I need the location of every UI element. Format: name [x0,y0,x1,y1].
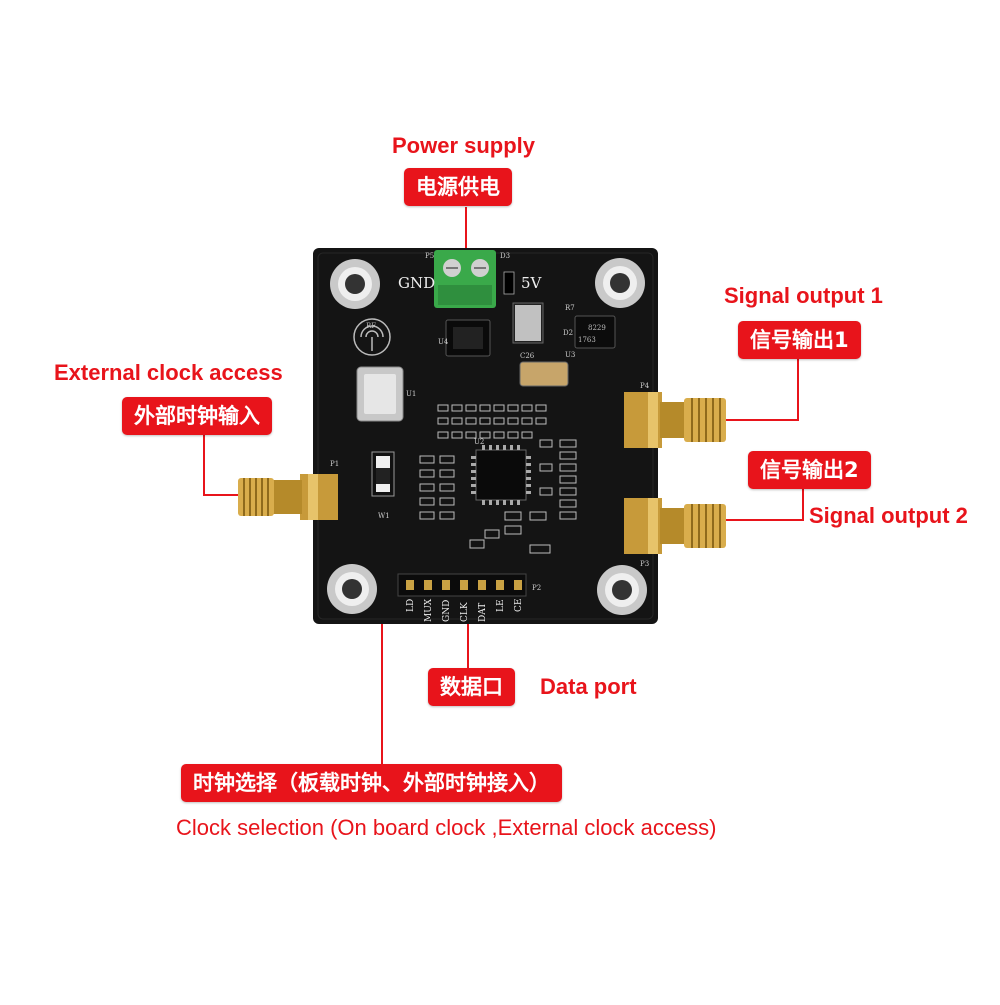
svg-text:R7: R7 [565,304,575,312]
pin-label-dat: DAT [478,603,488,622]
power-supply-label: Power supply [392,133,536,158]
out1-callout-line [722,358,799,421]
svg-text:P2: P2 [532,584,541,592]
signal-output-1-cn-badge: 信号输出1 [738,321,861,359]
pin-label-ld: LD [406,599,416,612]
power-supply-cn-badge: 电源供电 [404,168,512,206]
svg-text:8229: 8229 [588,324,606,332]
pin-label-ce: CE [514,599,524,612]
5v-silkscreen: 5V [521,274,543,292]
svg-text:P3: P3 [640,560,649,568]
smd-components [419,404,577,554]
pin-label-mux: MUX [424,598,434,622]
svg-text:U3: U3 [565,351,575,359]
signal-output-2-cn-badge: 信号输出2 [748,451,871,489]
signal-output-2-label: Signal output 2 [809,503,968,528]
pin-label-le: LE [496,599,506,612]
regulator-u3 [574,315,616,349]
svg-text:U4: U4 [438,338,449,346]
svg-text:C26: C26 [520,352,535,360]
pin-label-gnd: GND [442,600,452,622]
rf-logo: RF [353,318,391,356]
sma-connector-p1: P1 [238,460,339,520]
gnd-silkscreen: GND [398,274,435,292]
header-pin-labels: LD MUX GND CLK DAT LE CE [406,598,524,622]
mounting-holes [327,258,647,615]
external-clock-label: External clock access [54,360,283,385]
out2-callout-line [722,485,804,521]
signal-output-1-label: Signal output 1 [724,283,883,308]
svg-text:D3: D3 [500,252,510,260]
pcb-board [313,248,658,624]
svg-text:U1: U1 [406,390,416,398]
data-port-label: Data port [540,674,637,699]
inductor [519,361,569,387]
svg-text:P5: P5 [425,252,434,260]
svg-text:P4: P4 [640,382,650,390]
ext-callout-line [203,435,250,496]
clock-selection-cn-badge: 时钟选择（板载时钟、外部时钟接入） [181,764,562,802]
svg-text:U2: U2 [474,438,484,446]
data-port-cn-badge: 数据口 [428,668,515,706]
clock-selection-label: Clock selection (On board clock ,Externa… [176,815,717,840]
sma-connector-p3: P3 [624,498,726,568]
svg-text:P1: P1 [330,460,339,468]
pin-label-clk: CLK [460,602,470,622]
main-ic-u2 [475,449,527,501]
svg-text:1763: 1763 [578,336,596,344]
svg-text:RF: RF [366,322,376,330]
svg-text:D2: D2 [563,329,573,337]
external-clock-cn-badge: 外部时钟输入 [122,397,272,435]
svg-text:W1: W1 [378,512,390,520]
sma-connector-p4: P4 [624,382,726,448]
